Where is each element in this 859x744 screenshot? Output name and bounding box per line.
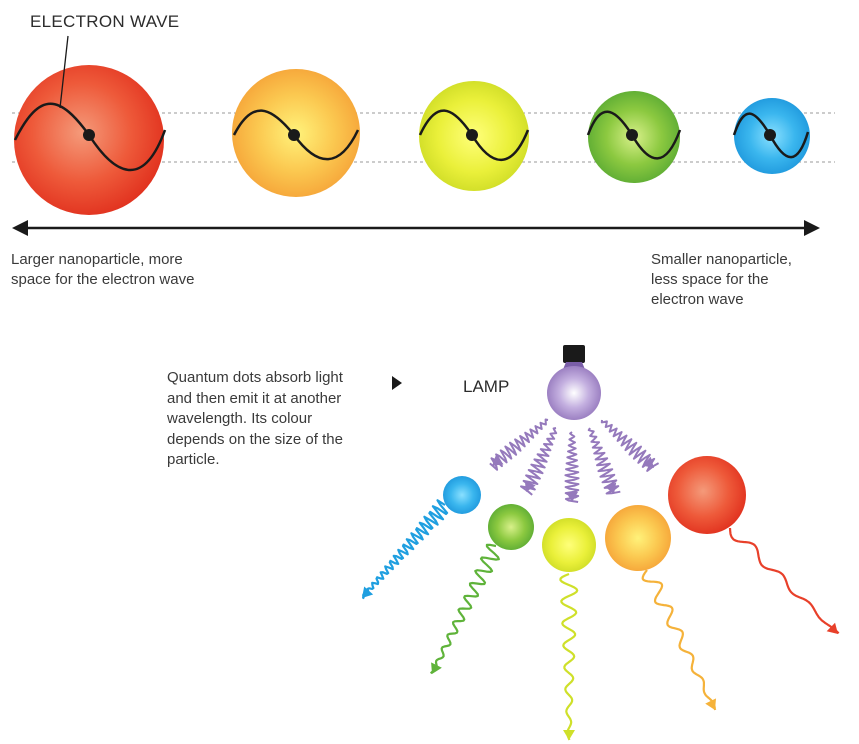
- lamp-ray-wave-arrowhead: [604, 482, 617, 494]
- smaller-particle-caption: Smaller nanoparticle, less space for the…: [651, 250, 831, 310]
- emitting-dot-yellow: [542, 518, 596, 572]
- description-line: depends on the size of the: [167, 430, 343, 448]
- lamp-ray-wave-arrowhead: [566, 492, 578, 502]
- quantum-dot-description: Quantum dots absorb light and then emit …: [167, 368, 377, 471]
- emitted-wave-orange-arrowhead: [705, 698, 717, 710]
- emitting-dot-green: [488, 504, 534, 550]
- emitted-light-blue: [361, 499, 449, 600]
- larger-particle-caption: Larger nanoparticle, more space for the …: [11, 250, 271, 290]
- lamp-ray: [489, 418, 549, 471]
- lamp-ray-wave: [564, 431, 580, 503]
- lamp-ray-wave-arrowhead: [524, 480, 536, 492]
- emitting-dot-red: [668, 456, 746, 534]
- description-line: and then emit it at another: [167, 389, 342, 407]
- emitted-wave-orange: [641, 569, 717, 711]
- nanoparticle-red: [13, 65, 167, 215]
- emitted-wave-green-arrowhead: [431, 662, 442, 674]
- lamp-bulb-icon: [547, 345, 601, 420]
- emitting-dot-orange: [605, 505, 671, 571]
- emitted-wave-red: [728, 527, 840, 635]
- emitted-wave-green: [429, 543, 500, 675]
- emitted-light-waves: [361, 499, 840, 741]
- lamp-light-rays: [489, 418, 660, 503]
- pointer-triangle-icon: [392, 376, 402, 390]
- nanoparticle-blue: [732, 98, 810, 174]
- electron-wave-label: ELECTRON WAVE: [30, 12, 180, 31]
- caption-line: Smaller nanoparticle,: [651, 251, 792, 268]
- emitting-dot-blue: [443, 476, 481, 514]
- lamp-ray: [587, 427, 621, 495]
- emitted-light-orange: [641, 569, 717, 711]
- caption-line: Larger nanoparticle, more: [11, 251, 183, 268]
- lamp-ray-wave: [587, 427, 621, 495]
- emitted-light-yellow: [559, 572, 579, 741]
- description-line: wavelength. Its colour: [167, 410, 313, 427]
- description-line: Quantum dots absorb light: [167, 369, 343, 386]
- lamp-ray-wave-arrowhead: [492, 455, 504, 466]
- emitted-wave-blue-arrowhead: [362, 586, 374, 598]
- nanoparticle-green: [586, 91, 682, 183]
- emitted-light-green: [429, 543, 500, 675]
- lamp-ray: [520, 427, 558, 496]
- lamp-ray-wave: [489, 418, 549, 471]
- emitted-wave-blue: [361, 499, 449, 600]
- lamp-ray-wave: [520, 427, 558, 496]
- emitted-wave-yellow-arrowhead: [563, 730, 575, 740]
- emitted-wave-yellow: [559, 572, 579, 741]
- lamp-ray: [600, 419, 660, 472]
- caption-line: less space for the: [651, 271, 769, 288]
- size-axis-arrow: [12, 220, 820, 236]
- lamp-label: LAMP: [463, 377, 510, 396]
- electron-wave-pointer: [59, 35, 69, 109]
- caption-line: space for the electron wave: [11, 271, 195, 288]
- caption-line: electron wave: [651, 291, 744, 308]
- nanoparticle-orange: [232, 69, 360, 197]
- lamp-ray-wave: [600, 419, 660, 472]
- nanoparticle-yellow: [418, 81, 530, 191]
- lamp-ray-wave-arrowhead: [642, 456, 654, 468]
- lamp-ray: [564, 431, 580, 503]
- emitted-light-red: [728, 527, 840, 635]
- description-line: particle.: [167, 451, 220, 468]
- emitted-wave-red-arrowhead: [826, 622, 838, 634]
